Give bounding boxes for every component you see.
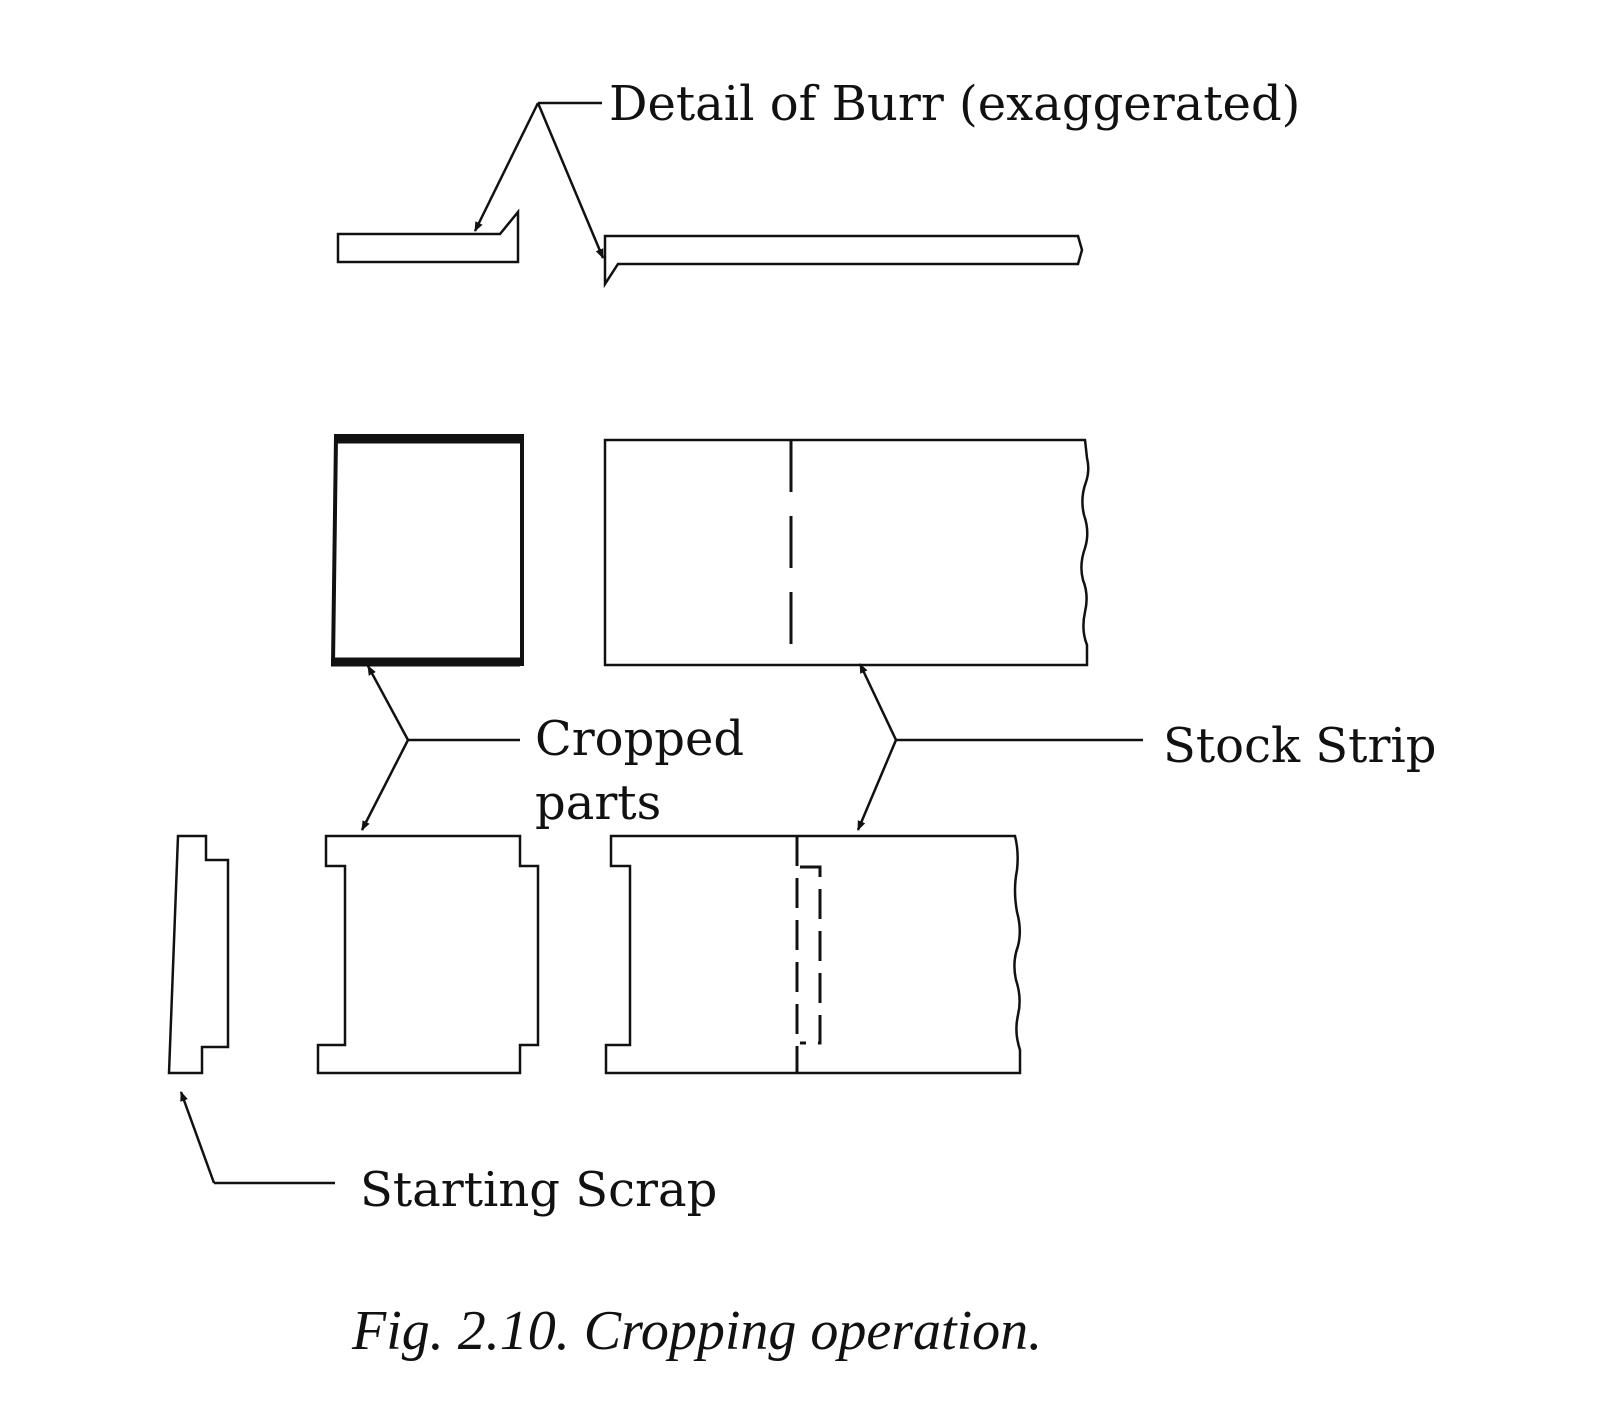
figure-caption: Fig. 2.10. Cropping operation. — [352, 1300, 1043, 1362]
stock-strip-arrow-up — [858, 663, 898, 741]
starting-scrap-label: Starting Scrap — [360, 1162, 718, 1218]
stock-strip-bottom — [604, 834, 1022, 1075]
cropped-parts-label-line1: Cropped — [535, 711, 745, 767]
scrap-arrow — [179, 1091, 216, 1184]
burr-arrow-left — [473, 102, 540, 232]
burr-detail-strip — [603, 234, 1084, 289]
burr-label: Detail of Burr (exaggerated) — [609, 76, 1301, 132]
stock-strip-arrow-down — [856, 739, 898, 831]
cropped-part-top — [330, 434, 524, 666]
cropped-arrow-down — [360, 739, 410, 831]
burr-detail-part — [336, 208, 520, 264]
cropped-arrow-up — [366, 665, 410, 741]
stock-strip-bottom-notch-line — [800, 865, 822, 1045]
cropped-part-bottom — [316, 834, 540, 1075]
burr-arrow-right — [536, 102, 605, 259]
stock-strip-top — [603, 438, 1090, 667]
starting-scrap — [167, 834, 230, 1075]
cropped-parts-label-line2: parts — [535, 775, 662, 831]
stock-strip-label: Stock Strip — [1163, 718, 1437, 774]
